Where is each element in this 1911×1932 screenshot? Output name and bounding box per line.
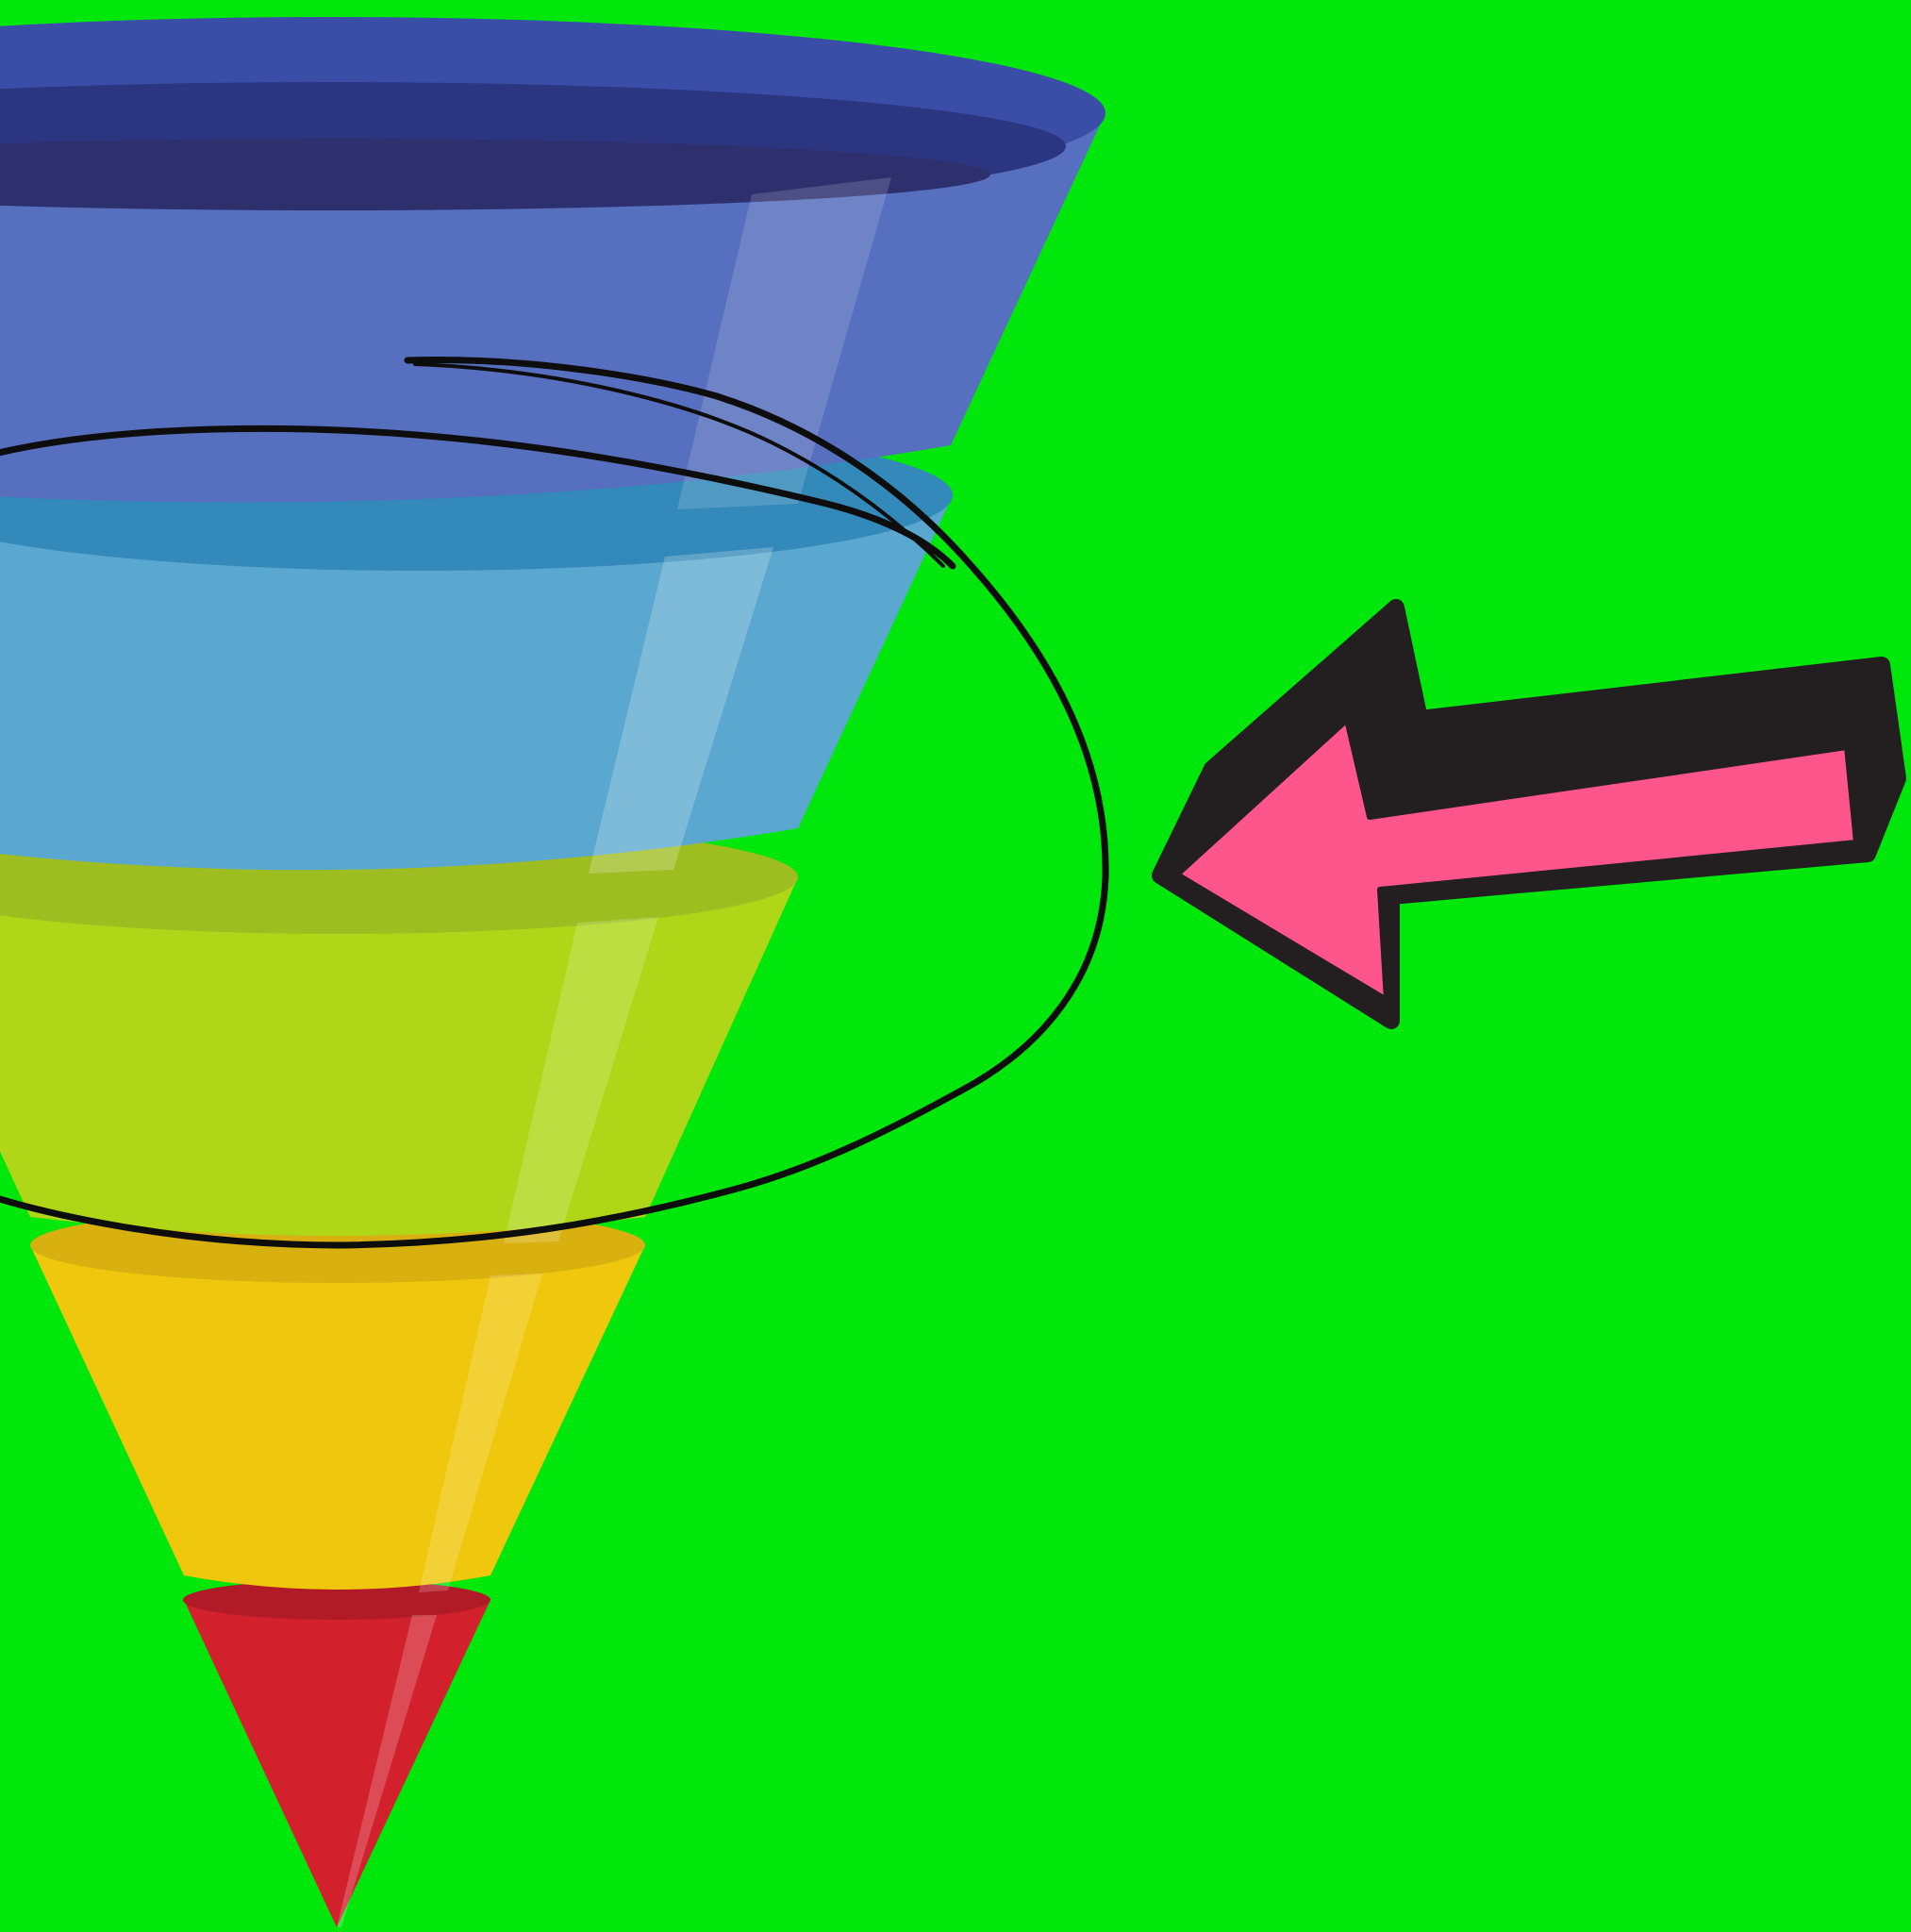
funnel-stage-1 <box>0 17 1105 509</box>
